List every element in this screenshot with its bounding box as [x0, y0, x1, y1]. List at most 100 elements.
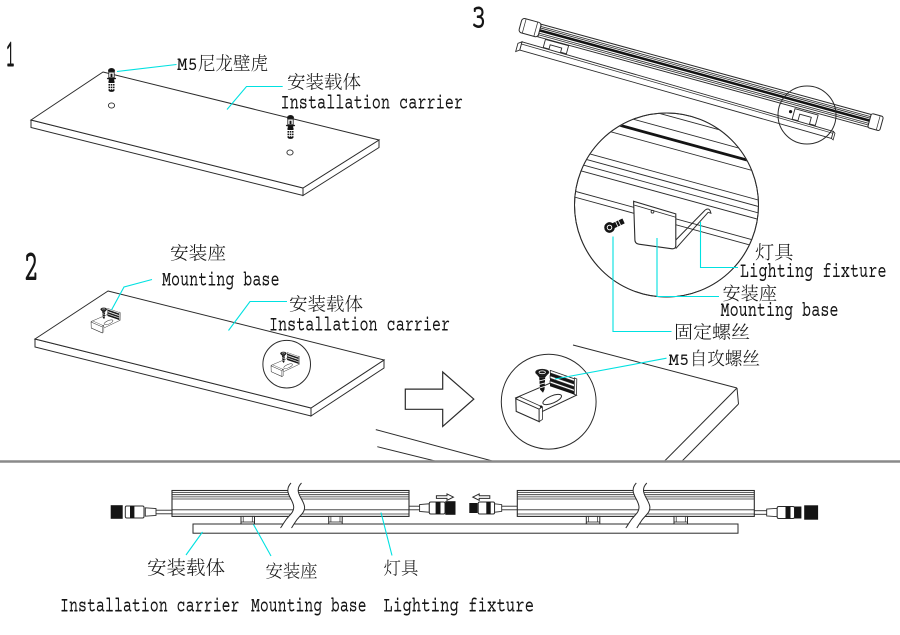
step3-light-fixture-bar-part	[538, 32, 869, 124]
label-step1-carrier-zh: 安装载体	[287, 73, 361, 96]
leader-step2-base	[111, 278, 153, 311]
step3-detail-circle-large-part-part-part	[589, 125, 758, 177]
break-symbol-part	[625, 482, 640, 529]
step3-detail-circle-large-part-part-part	[591, 116, 758, 170]
step2-number: 2	[23, 244, 39, 296]
step2-group	[33, 290, 386, 417]
step3-light-fixture-bar-part	[521, 18, 527, 34]
leader-legend-base	[253, 524, 272, 557]
detail-fixing-screw-icon-part	[611, 218, 625, 229]
step3-detail-circle-large	[574, 112, 759, 298]
step3-carrier-panel-part	[572, 344, 738, 389]
break-symbol-part	[291, 482, 306, 529]
fixture2-right-connector-part	[785, 506, 791, 519]
detail-fixing-screw-icon-part	[615, 221, 619, 227]
step3-clip-right	[788, 108, 819, 127]
step3-detail-circle-small	[777, 85, 837, 145]
step3-carrier-board	[515, 41, 836, 141]
fixture1-left-connector	[110, 505, 172, 519]
label-fixing-screw-zh: 固定螺丝	[674, 323, 750, 346]
step3-fixture-assembly	[515, 18, 884, 141]
leader-anchor	[116, 63, 177, 73]
leader-step3-base	[656, 238, 719, 298]
label-step2-carrier-en: Installation carrier	[269, 316, 450, 339]
fixture2-left-connector	[469, 501, 518, 515]
step1-carrier-panel-part	[29, 71, 381, 189]
next-step-arrow-icon	[404, 370, 475, 428]
connect-arrow-left-icon	[471, 493, 491, 502]
connect-arrow-right-icon	[435, 493, 455, 502]
detail-fixing-screw-icon-part	[604, 222, 615, 233]
anchor-hole	[107, 102, 116, 109]
label-legend-base-en: Mounting base	[251, 595, 367, 620]
label-legend-fixture-en: Lighting fixture	[384, 595, 535, 620]
leader-step1-carrier	[226, 85, 283, 110]
detail-mounting-base-bracket-part	[704, 208, 712, 214]
step3-group	[375, 18, 884, 461]
label-step2-base-zh: 安装座	[170, 244, 226, 267]
legend-mounting-base-tab-part	[328, 515, 343, 525]
legend-group: 安装载体 Installation carrier 安装座 Mounting base…	[60, 482, 819, 620]
legend-mounting-base-tab-part	[585, 515, 601, 525]
detail-fixing-screw-icon-part	[617, 220, 621, 226]
step3-detail-circle-large-part-part-part	[577, 169, 758, 221]
step3-carrier-panel-part	[375, 429, 493, 461]
leader-legend-carrier	[185, 531, 203, 556]
label-step2-carrier-zh: 安装载体	[289, 295, 363, 318]
label-tapping-screw-zh: M5自攻螺丝	[669, 349, 761, 372]
detail-mounting-base-bracket-part	[633, 200, 677, 250]
break-symbol-part	[280, 482, 295, 529]
leader-fixing-screw	[612, 236, 672, 333]
step2-detail-circle	[262, 339, 312, 389]
fixture1-left-connector-part	[124, 505, 145, 519]
legend-mounting-base-tab	[673, 515, 688, 525]
step3-light-fixture-bar-part	[875, 115, 881, 130]
legend-mounting-base-tab-part	[673, 515, 688, 525]
step3-clip-left	[542, 38, 570, 55]
detail-fixing-screw-icon	[604, 218, 625, 233]
fixture1-left-connector-part	[110, 505, 123, 519]
step3-detail-circle-large-part-part-part	[582, 151, 758, 203]
label-legend-carrier-en: Installation carrier	[60, 595, 240, 620]
legend-mounting-base-tab	[328, 515, 343, 525]
leader-legend-fixture	[380, 512, 393, 556]
detail-mounting-base-bracket-part	[650, 209, 655, 214]
label-legend-carrier-zh: 安装载体	[147, 558, 225, 582]
fixture2-left-connector-part	[494, 503, 503, 513]
fixture2-right-connector	[754, 505, 819, 520]
step3-carrier-board-part	[521, 43, 833, 134]
step3-detail-circle-large-part	[575, 113, 758, 250]
fixture2-right-connector-part	[794, 506, 802, 519]
fixture1-right-connector-part	[435, 502, 441, 514]
detail-mounting-base-bracket-part	[671, 209, 706, 245]
step3-clip-right-part	[788, 110, 793, 114]
step1-group	[29, 67, 381, 197]
label-step1-anchor-zh: M5尼龙壁虎	[177, 54, 268, 77]
detail-mounting-base-bracket-part	[675, 211, 709, 249]
step3-carrier-panel	[375, 344, 739, 461]
step3-light-fixture-bar-part	[540, 26, 871, 118]
step3-clip-left-part	[542, 38, 570, 55]
step3-clip-detail-circle	[500, 353, 597, 450]
fixture1-right-connector-part	[419, 503, 430, 513]
label-step2-base-en: Mounting base	[162, 271, 280, 294]
step3-carrier-panel-part	[377, 446, 435, 461]
legend-mounting-base-tab	[585, 515, 601, 525]
step3-light-fixture-bar-part	[538, 34, 869, 126]
step3-light-fixture-bar-part	[533, 22, 539, 37]
label-step3-base-en: Mounting base	[721, 301, 839, 324]
step3-carrier-panel-part	[664, 387, 738, 461]
label-step3-fixture-zh: 灯具	[755, 243, 794, 266]
step1-number: 1	[5, 35, 15, 82]
step3-carrier-panel-part	[736, 387, 739, 405]
anchor-hole	[286, 149, 294, 156]
fixture2-left-connector-part	[486, 502, 491, 514]
fixture1-right-connector-part	[445, 501, 456, 515]
fixture2-right-connector-part	[804, 505, 819, 520]
label-legend-base-zh: 安装座	[266, 562, 318, 585]
detail-fixing-screw-icon-part	[606, 224, 613, 231]
step3-light-fixture-bar-part	[540, 27, 871, 119]
fixture1-right-connector	[409, 501, 456, 515]
fixture2-left-connector-part	[469, 503, 478, 513]
